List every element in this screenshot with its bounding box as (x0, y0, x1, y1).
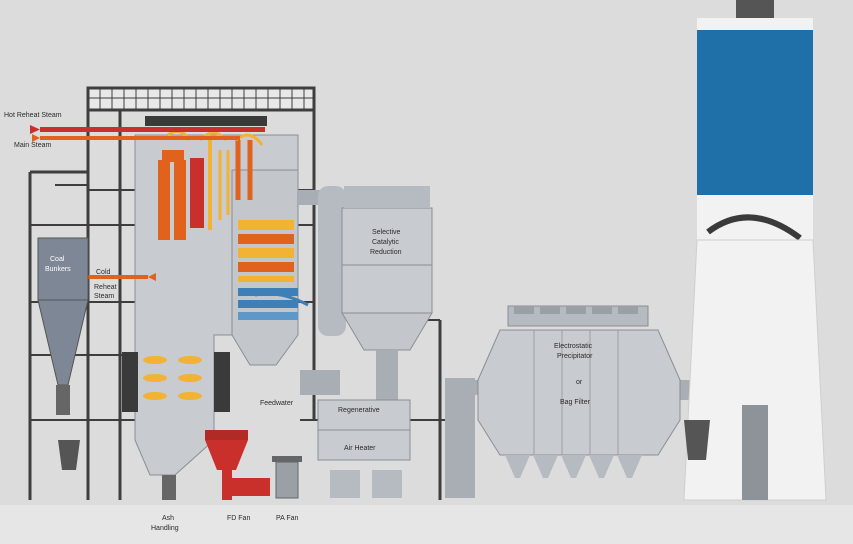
label-cold-reheat-1: Cold (96, 269, 111, 276)
label-ash-handling-1: Ash (162, 515, 174, 522)
coal-bunker (37, 237, 89, 470)
economizer-coils (238, 288, 309, 320)
label-regenerative: Regenerative (338, 407, 380, 414)
reheater-coils (238, 220, 294, 282)
pa-fan (272, 456, 302, 499)
label-esp-2: Precipitator (557, 353, 593, 360)
label-scr-1: Selective (372, 229, 401, 236)
label-fd-fan: FD Fan (227, 515, 250, 522)
chimney-stack (683, 0, 827, 501)
ground (0, 505, 853, 544)
label-cold-reheat-3: Steam (94, 293, 114, 300)
label-cold-reheat-2: Reheat (94, 284, 117, 291)
label-coal-bunkers-1: Coal (50, 256, 65, 263)
label-hot-reheat-steam: Hot Reheat Steam (4, 112, 62, 119)
steam-drum (145, 116, 267, 126)
label-scr-2: Catalytic (372, 239, 399, 246)
ash-hopper (162, 475, 176, 500)
label-ash-handling-2: Handling (151, 525, 179, 532)
label-esp-1: Electrostatic (554, 343, 593, 350)
boiler-frame-railing (99, 88, 305, 110)
label-pa-fan: PA Fan (276, 515, 299, 522)
label-esp-3: or (576, 379, 583, 386)
air-heater (317, 399, 411, 498)
label-scr-3: Reduction (370, 249, 402, 256)
label-air-heater: Air Heater (344, 445, 376, 452)
label-esp-4: Bag Filter (560, 399, 591, 406)
steam-lines (30, 125, 265, 281)
label-main-steam: Main Steam (14, 142, 52, 149)
burners (122, 352, 230, 412)
scr-unit (341, 186, 433, 400)
label-feedwater: Feedwater (260, 400, 294, 407)
superheater-panels (158, 129, 264, 240)
fd-fan (205, 430, 270, 500)
label-coal-bunkers-2: Bunkers (45, 266, 71, 273)
precipitator (477, 305, 681, 478)
